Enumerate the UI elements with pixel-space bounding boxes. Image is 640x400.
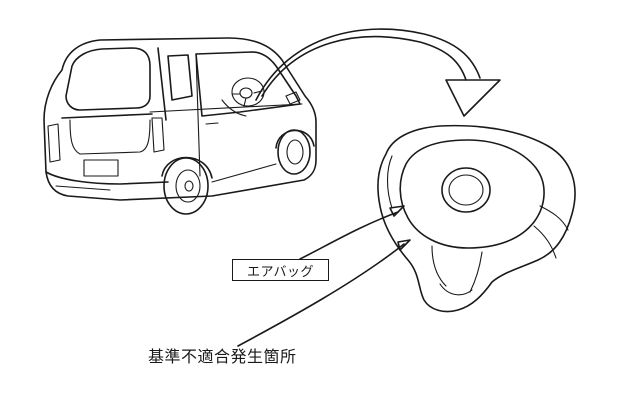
steering-wheel-illustration <box>377 124 576 313</box>
defect-location-caption: 基準不適合発生箇所 <box>148 347 297 366</box>
car-illustration <box>43 37 317 215</box>
airbag-label: エアバッグ <box>232 259 329 281</box>
curved-arrow <box>255 28 501 117</box>
leader-lines <box>237 205 411 347</box>
